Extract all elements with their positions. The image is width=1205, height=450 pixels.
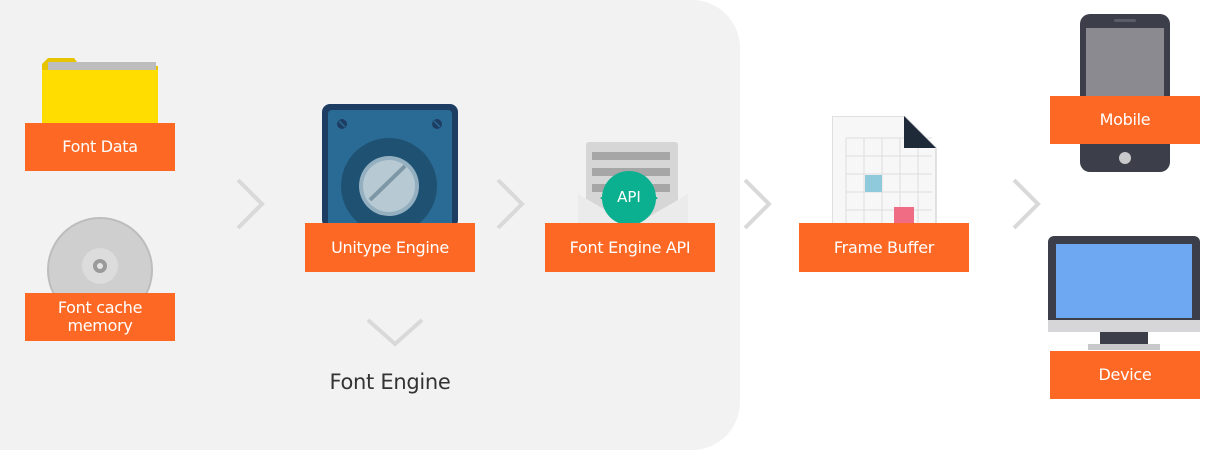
api-envelope-icon	[578, 142, 688, 226]
device-label: Device	[1050, 351, 1200, 399]
chevron-right-icon	[492, 178, 528, 230]
chevron-right-icon	[739, 178, 775, 230]
grid-document-icon	[832, 116, 938, 226]
font-engine-group-label: Font Engine	[329, 370, 451, 394]
font-data-label: Font Data	[25, 123, 175, 171]
smartphone-icon	[1080, 14, 1170, 172]
folder-icon	[40, 56, 162, 136]
chevron-right-icon	[232, 178, 268, 230]
monitor-icon	[1048, 236, 1200, 354]
unitype-engine-label: Unitype Engine	[305, 223, 475, 272]
frame-buffer-label: Frame Buffer	[799, 223, 969, 272]
font-engine-api-label: Font Engine API	[545, 223, 715, 272]
font-cache-label: Font cache memory	[25, 293, 175, 341]
chevron-down-icon	[366, 316, 424, 348]
engine-icon	[322, 104, 458, 228]
api-badge-text: API	[617, 188, 641, 206]
disc-icon	[46, 216, 154, 316]
mobile-label: Mobile	[1050, 96, 1200, 144]
chevron-right-icon	[1008, 178, 1044, 230]
